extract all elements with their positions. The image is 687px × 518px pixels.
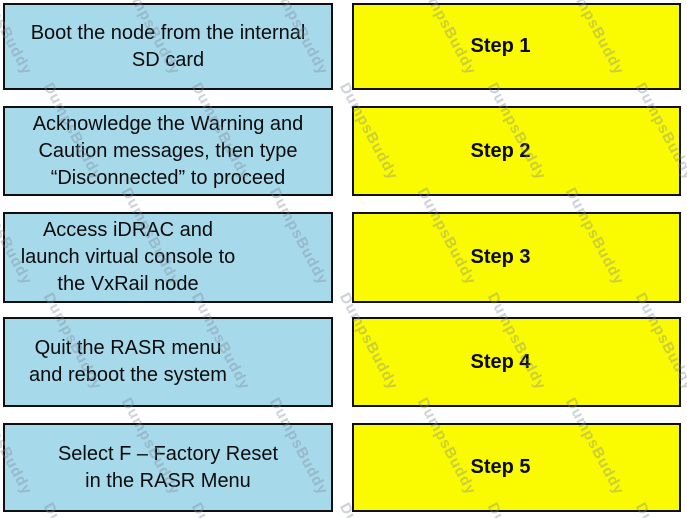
- task-card-access-idrac[interactable]: Access iDRAC and launch virtual console …: [3, 212, 333, 303]
- step-slot-label: Step 3: [470, 246, 531, 268]
- step-slot-4[interactable]: Step 4: [352, 317, 681, 407]
- matching-row: Quit the RASR menu and reboot the system…: [0, 317, 687, 407]
- task-card-factory-reset[interactable]: Select F – Factory Reset in the RASR Men…: [3, 423, 333, 512]
- step-slot-3[interactable]: Step 3: [352, 212, 681, 303]
- step-slot-1[interactable]: Step 1: [352, 3, 681, 90]
- step-slot-label: Step 4: [470, 350, 531, 373]
- task-card-label: Access iDRAC and launch virtual console …: [20, 219, 236, 295]
- task-card-label: Boot the node from the internal SD card: [30, 21, 306, 71]
- task-card-boot-sd-card[interactable]: Boot the node from the internal SD card: [3, 3, 333, 90]
- step-slot-5[interactable]: Step 5: [352, 423, 681, 512]
- step-slot-2[interactable]: Step 2: [352, 106, 681, 196]
- step-slot-label: Step 5: [470, 456, 531, 478]
- step-slot-label: Step 1: [470, 35, 531, 57]
- task-card-acknowledge-warning[interactable]: Acknowledge the Warning and Caution mess…: [3, 106, 333, 196]
- matching-row: Boot the node from the internal SD card …: [0, 3, 687, 90]
- matching-row: Access iDRAC and launch virtual console …: [0, 212, 687, 303]
- step-slot-label: Step 2: [470, 139, 531, 162]
- task-card-label: Quit the RASR menu and reboot the system: [29, 337, 227, 386]
- matching-row: Select F – Factory Reset in the RASR Men…: [0, 423, 687, 512]
- task-card-label: Acknowledge the Warning and Caution mess…: [32, 112, 304, 189]
- task-card-label: Select F – Factory Reset in the RASR Men…: [57, 442, 279, 492]
- task-card-quit-rasr-menu[interactable]: Quit the RASR menu and reboot the system: [3, 317, 333, 407]
- matching-row: Acknowledge the Warning and Caution mess…: [0, 106, 687, 196]
